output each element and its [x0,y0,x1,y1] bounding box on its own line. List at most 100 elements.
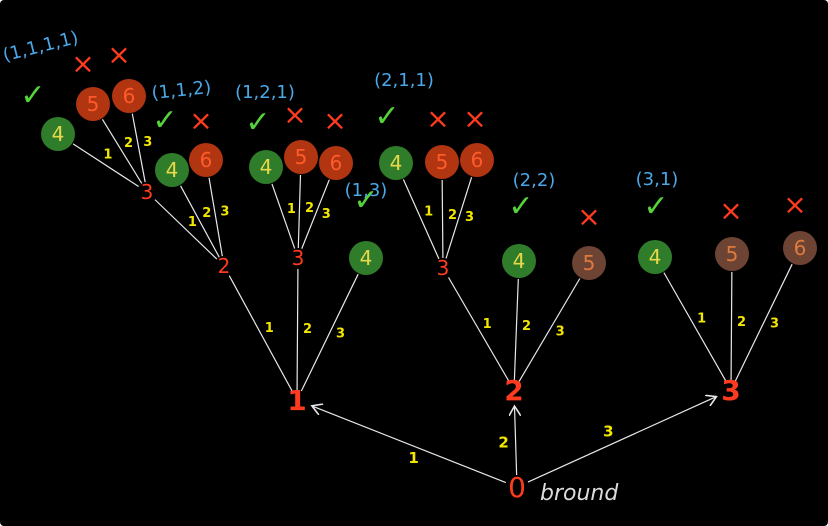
node-n23_4: 4 [379,146,413,180]
edge-n2_3-n23_5 [441,179,444,259]
node-n2_3: 3 [437,256,450,280]
node-n12_5: 6 [189,143,223,177]
node-circle-n123_4 [41,117,75,151]
edge-n1-n1_2 [228,275,293,392]
node-n3: 3 [721,374,740,407]
node-n13_5: 5 [284,140,318,174]
cross-mark-icon: × [189,104,212,137]
node-label-n1_2: 2 [218,254,231,278]
edge-label-n1_2-n12_5: 3 [220,204,229,219]
node-label-n2: 2 [504,374,523,407]
edge-label-n0-n1: 1 [408,449,418,467]
check-mark-icon: ✓ [20,78,45,113]
node-n1_3: 3 [292,246,305,270]
node-label-n1_3: 3 [292,246,305,270]
node-circle-n2_5 [572,246,606,280]
node-label-n3: 3 [721,374,740,407]
edge-label-n3-n3_5: 2 [737,315,746,330]
edge-n12_3-n123_6 [131,113,146,183]
node-circle-n13_4 [249,150,283,184]
edge-n1_3-n13_4 [271,183,296,249]
node-label-n123_6: 6 [123,84,136,108]
edge-n1_2-n12_5 [208,177,223,257]
node-n1_4: 4 [349,241,383,275]
node-circle-n2_4 [502,244,536,278]
node-n3_5: 5 [715,237,749,271]
node-label-n3_6: 6 [794,236,807,260]
node-label-n23_4: 4 [390,151,403,175]
node-n0: 0 [508,471,526,504]
node-label-n12_3: 3 [141,180,154,204]
node-label-n2_5: 5 [583,251,596,275]
bround-note: bround [540,481,619,506]
edge-label-n12_3-n123_5: 2 [124,136,133,151]
node-n1: 1 [287,384,306,417]
node-n12_3: 3 [141,180,154,204]
node-n2_5: 5 [572,246,606,280]
node-label-n0: 0 [508,471,526,504]
cross-mark-icon: × [577,200,600,233]
edge-n1_3-n13_6 [301,179,330,249]
edge-n3-n3_6 [734,263,793,382]
edge-n2_3-n23_4 [402,179,440,260]
edge-n2-n2_5 [518,278,581,382]
tuple-label-t13: (1,3) [345,180,388,201]
node-label-n23_6: 6 [471,148,484,172]
node-circle-n12_5 [189,143,223,177]
cross-mark-icon: × [283,98,306,131]
node-n123_5: 5 [76,87,110,121]
edge-n1_2-n12_3 [154,199,218,260]
edge-label-n2_3-n23_6: 3 [465,210,474,225]
edge-label-n1-n1_4: 3 [336,326,345,341]
edge-n2-n2_3 [448,277,510,382]
edge-label-n0-n3: 3 [603,422,613,440]
edge-label-n12_3-n123_4: 1 [103,148,112,163]
cross-mark-icon: × [107,38,130,71]
edge-label-n1_2-n12_4: 2 [202,206,211,221]
edge-label-n12_3-n123_6: 3 [143,135,152,150]
node-n23_5: 5 [425,145,459,179]
cross-mark-icon: × [719,194,742,227]
edge-n1_3-n13_5 [297,174,302,249]
cross-mark-icon: × [783,188,806,221]
cross-mark-icon: × [426,102,449,135]
node-label-n13_4: 4 [260,155,273,179]
edge-label-n1_2-n12_3: 1 [188,215,197,230]
node-circle-n123_6 [112,79,146,113]
node-label-n13_6: 6 [330,151,343,175]
edge-n0-n1 [312,406,507,484]
check-mark-icon: ✓ [374,99,399,134]
node-n12_4: 4 [155,153,189,187]
edge-label-n1_3-n13_4: 1 [287,202,296,217]
tuple-label-t31: (3,1) [636,169,679,190]
cross-mark-icon: × [323,104,346,137]
node-circle-n3_5 [715,237,749,271]
node-n23_6: 6 [460,143,494,177]
edge-n0-n3 [527,397,716,483]
check-mark-icon: ✓ [353,183,378,218]
marks-layer: ✓ ✓ ✓ ✓ ✓ ✓ ✓ × × × × × × × × × × [20,38,806,233]
node-circle-n12_4 [155,153,189,187]
node-label-n13_5: 5 [295,145,308,169]
check-mark-icon: ✓ [643,189,668,224]
edge-label-n2-n2_4: 2 [522,319,531,334]
node-circle-n3_4 [638,240,672,274]
tuple-label-t22: (2,2) [513,170,556,191]
edge-n3-n3_4 [663,272,727,382]
check-mark-icon: ✓ [508,189,533,224]
node-label-n12_5: 6 [200,148,213,172]
node-label-n12_4: 4 [166,158,179,182]
cross-mark-icon: × [71,47,94,80]
node-label-n23_5: 5 [436,150,449,174]
check-mark-icon: ✓ [152,103,177,138]
tuple-label-t211: (2,1,1) [374,70,434,91]
edge-label-n2_3-n23_4: 1 [424,204,433,219]
check-mark-icon: ✓ [245,105,270,140]
edge-label-n1-n1_3: 2 [303,322,312,337]
node-label-n3_4: 4 [649,245,662,269]
cross-mark-icon: × [463,102,486,135]
node-circle-n23_5 [425,145,459,179]
node-circle-n1_4 [349,241,383,275]
